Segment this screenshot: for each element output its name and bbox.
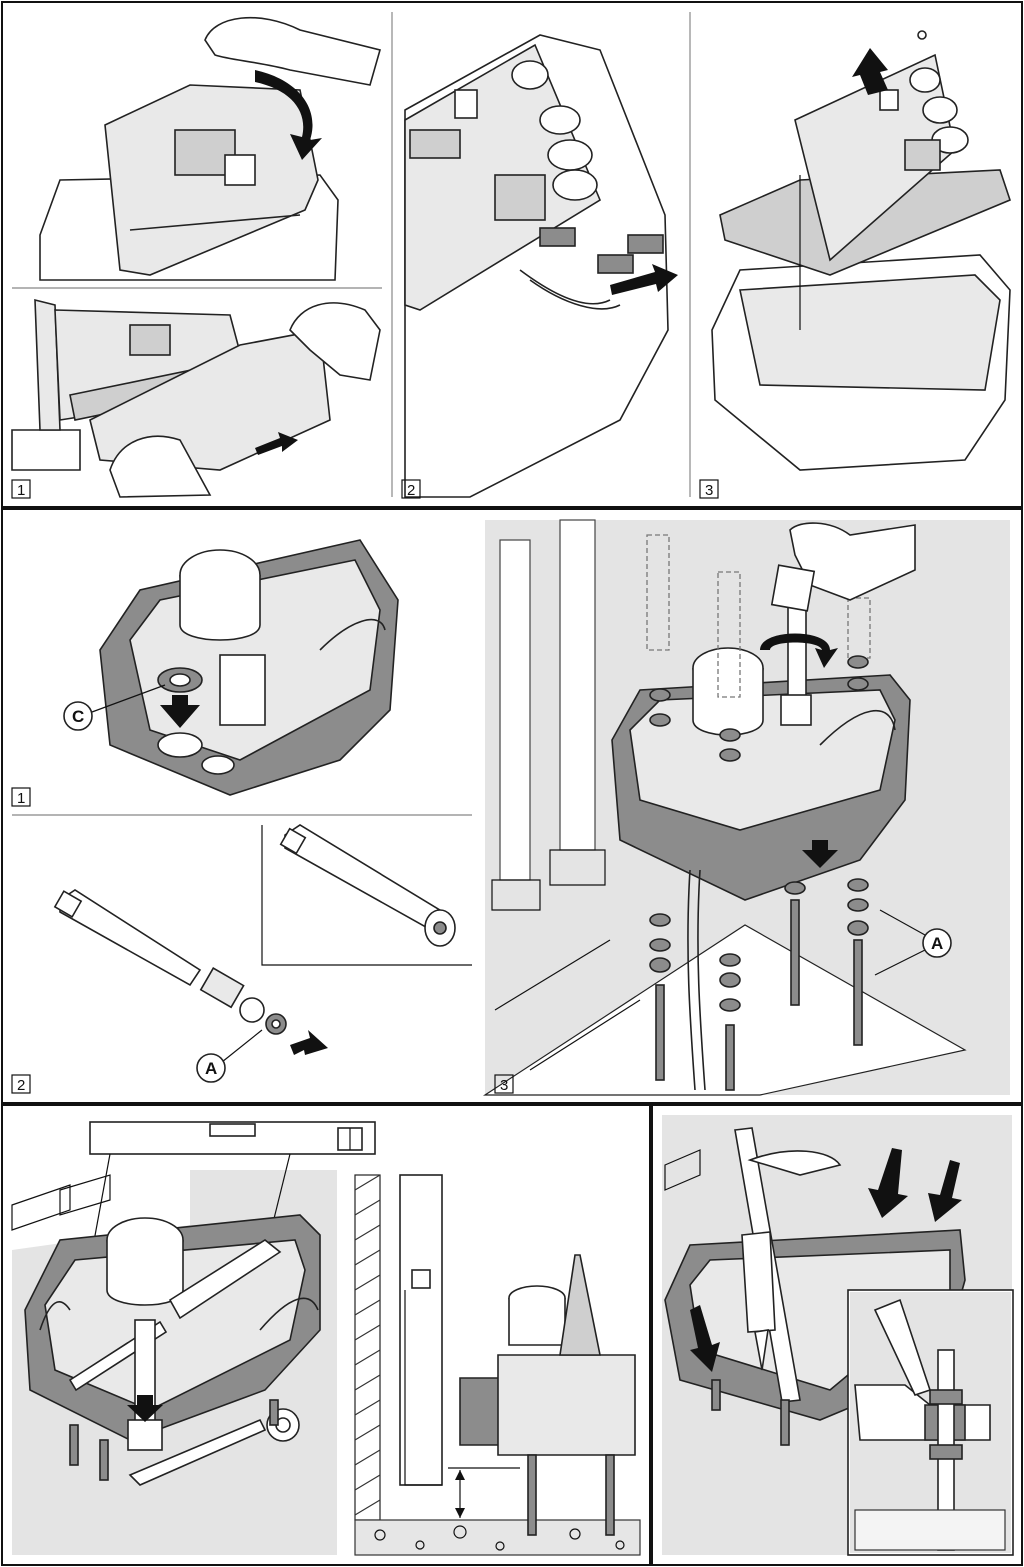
illustration-side-view-clearance [354, 1174, 641, 1556]
pull-arrow-icon [610, 264, 678, 295]
illustration-lift-board [711, 30, 1011, 471]
top-row-panel: 1 2 [1, 1, 1023, 508]
illustration-remove-connector-cover [11, 298, 381, 498]
illustration-open-cover [39, 16, 381, 281]
lower-arrow-icon [802, 840, 838, 868]
illustration-level-unit [11, 1121, 376, 1555]
step-number-mid-2: 2 [17, 1077, 25, 1094]
curved-arrow-icon [255, 70, 322, 160]
step-number-top-3: 3 [705, 482, 713, 499]
illustration-seal-with-sealant [662, 1115, 1014, 1556]
illustration-socket-wrench [53, 824, 472, 1063]
anchor-bolts [649, 655, 869, 1091]
lift-arrow-icon [852, 48, 888, 95]
turn-arrow-icon [760, 633, 838, 668]
step-number-top-2: 2 [407, 482, 415, 499]
callout-a-bolts: A [931, 934, 943, 953]
tighten-arrow-icon [127, 1395, 163, 1422]
ring-spanner [128, 1418, 267, 1486]
illustration-insert-seal [91, 539, 399, 796]
insert-arrow-icon [160, 695, 200, 728]
illustration-mount-on-bolts [482, 519, 1010, 1096]
slide-arrow-icon [255, 432, 298, 455]
sealant-arrow-icon-2 [928, 1160, 962, 1222]
middle-row-panel: C 1 A 2 [1, 508, 1023, 1104]
step-number-mid-3: 3 [500, 1077, 508, 1094]
push-arrow-icon [290, 1030, 328, 1055]
sealant-arrow-icon-3 [690, 1305, 720, 1372]
illustration-unplug-connectors [404, 34, 678, 498]
callout-a-wrench: A [205, 1059, 217, 1078]
step-number-top-1: 1 [17, 482, 25, 499]
sealant-arrow-icon-1 [868, 1148, 908, 1218]
bottom-row-panel [1, 1104, 1023, 1566]
step-number-mid-1: 1 [17, 790, 25, 807]
callout-c: C [72, 707, 84, 726]
spirit-level [89, 1121, 376, 1155]
